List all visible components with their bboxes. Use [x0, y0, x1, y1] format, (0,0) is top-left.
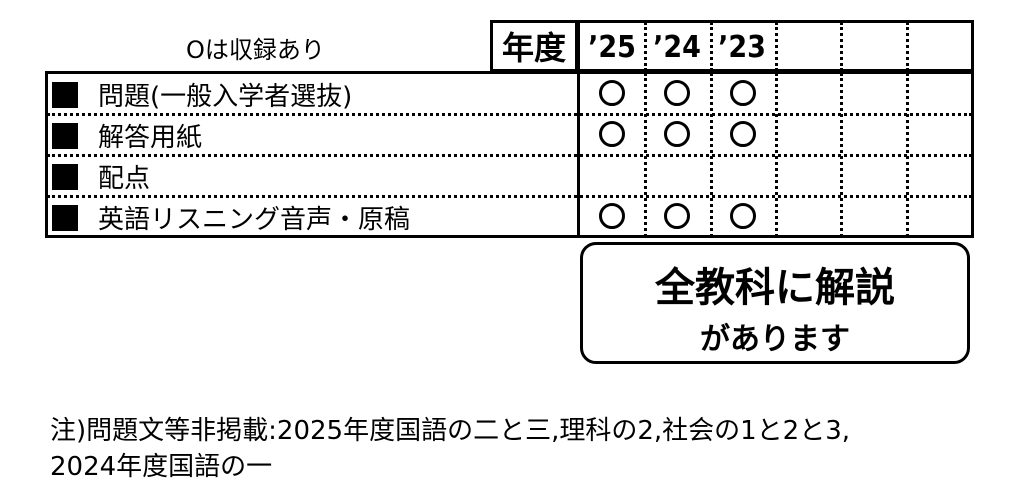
header-divider [710, 22, 713, 71]
included-circle-icon [730, 121, 756, 147]
included-circle-icon [664, 121, 690, 147]
row-label: 英語リスニング音声・原稿 [98, 205, 411, 235]
year-label-2024: ’24 [653, 30, 701, 65]
header-divider [775, 22, 778, 71]
row-label: 問題(一般入学者選抜) [98, 82, 353, 112]
year-label-2023: ’23 [718, 30, 766, 65]
square-bullet-icon [52, 204, 78, 231]
square-bullet-icon [52, 163, 78, 190]
included-circle-icon [599, 203, 625, 229]
footnote-line-1: 注)問題文等非掲載:2025年度国語の二と三,理科の2,社会の1と2と3, [50, 416, 851, 446]
included-circle-icon [730, 203, 756, 229]
row-label: 解答用紙 [98, 123, 203, 153]
header-divider [644, 22, 647, 71]
contents-table [45, 71, 974, 238]
included-circle-icon [599, 80, 625, 106]
header-divider [840, 22, 843, 71]
included-circle-icon [599, 121, 625, 147]
legend: Oは収録あり [186, 36, 325, 64]
row-divider [47, 113, 972, 116]
footnote-line-2: 2024年度国語の一 [50, 452, 273, 482]
commentary-note-box [580, 242, 970, 364]
square-bullet-icon [52, 81, 78, 108]
row-divider [47, 195, 972, 198]
header-divider [906, 22, 909, 71]
year-label-2025: ’25 [588, 30, 636, 65]
table-row: 英語リスニング音声・原稿 [52, 199, 410, 236]
row-divider [47, 154, 972, 157]
included-circle-icon [664, 80, 690, 106]
table-row: 解答用紙 [52, 117, 202, 154]
table-row: 配点 [52, 158, 150, 195]
commentary-note-subtitle: があります [700, 322, 850, 357]
included-circle-icon [664, 203, 690, 229]
included-circle-icon [730, 80, 756, 106]
row-label: 配点 [98, 164, 151, 194]
table-row: 問題(一般入学者選抜) [52, 76, 352, 113]
commentary-note-title: 全教科に解説 [655, 265, 895, 311]
square-bullet-icon [52, 122, 78, 149]
nendo-header: 年度 [490, 20, 578, 72]
